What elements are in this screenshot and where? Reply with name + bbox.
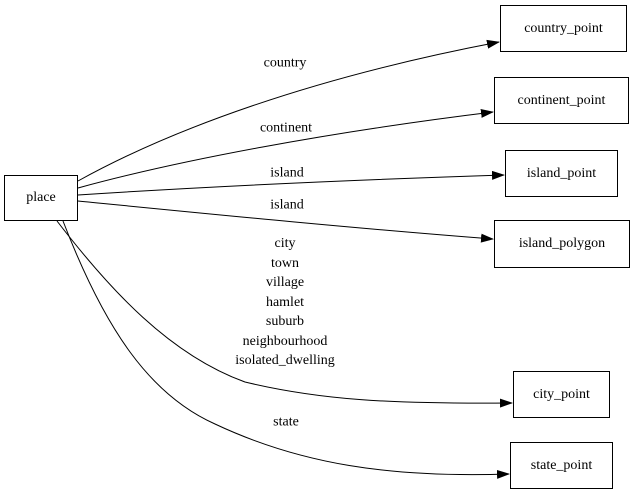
edge-label-place-island_polygon: island: [270, 195, 303, 215]
node-label-city_point: city_point: [533, 386, 590, 402]
node-label-country_point: country_point: [524, 20, 603, 36]
edge-label-line: city: [274, 235, 296, 251]
edge-label-line: continent: [259, 120, 313, 136]
edge-label-line: neighbourhood: [242, 333, 328, 349]
edge-label-line: suburb: [265, 313, 305, 329]
edge-place-city_point: [56, 220, 513, 408]
edge-place-island_polygon: [77, 200, 494, 243]
edge-place-state_point: [62, 220, 510, 479]
node-label-island_point: island_point: [526, 165, 597, 181]
edge-label-place-continent_point: continent: [260, 118, 312, 138]
edge-label-place-city_point: city town village hamlet suburb neighbourhood…: [235, 234, 335, 371]
edge-label-line: hamlet: [265, 294, 305, 310]
node-place: place: [4, 175, 78, 221]
node-label-place: place: [26, 190, 56, 205]
node-city_point: city_point: [513, 371, 610, 418]
edge-label-place-country_point: country: [264, 53, 307, 73]
edge-label-line: island: [270, 197, 304, 213]
edge-label-place-island_point: island: [270, 163, 303, 183]
edge-label-line: state: [273, 414, 299, 430]
node-label-island_polygon: island_polygon: [518, 236, 606, 251]
node-country_point: country_point: [500, 5, 627, 52]
node-label-state_point: state_point: [530, 457, 593, 473]
edge-place-continent_point: [77, 108, 494, 189]
node-island_point: island_point: [505, 150, 618, 197]
edge-label-place-state_point: state: [273, 412, 299, 432]
edge-label-line: town: [270, 255, 299, 271]
edge-label-line: country: [263, 55, 307, 71]
node-continent_point: continent_point: [494, 77, 629, 124]
node-island_polygon: island_polygon: [494, 220, 630, 268]
node-label-continent_point: continent_point: [517, 92, 606, 108]
node-state_point: state_point: [510, 442, 613, 489]
edge-place-country_point: [77, 39, 500, 182]
edge-label-line: isolated_dwelling: [235, 352, 335, 368]
edge-label-line: village: [265, 274, 305, 290]
edge-label-line: island: [270, 165, 304, 181]
edge-place-island_point: [77, 170, 505, 196]
